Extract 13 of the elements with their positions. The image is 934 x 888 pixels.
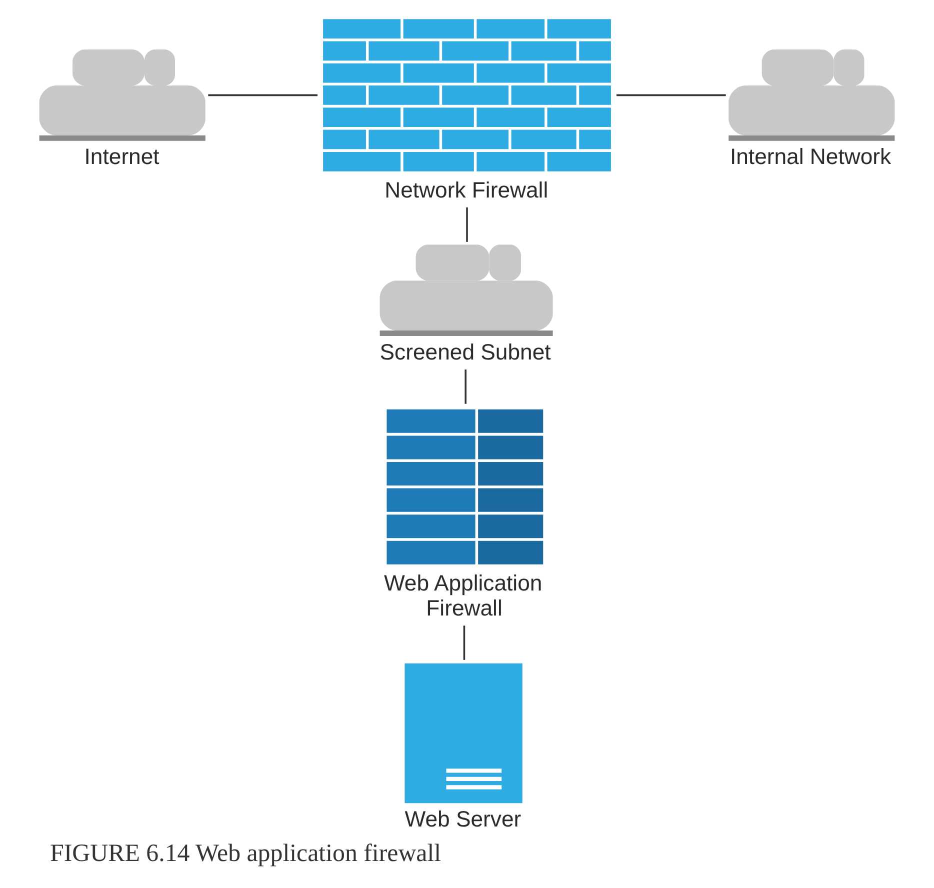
connector <box>464 370 467 404</box>
connector <box>466 207 468 242</box>
node-label: Internet <box>84 144 160 170</box>
node-label: Screened Subnet <box>380 339 551 364</box>
caption: FIGURE 6.14 Web application firewall <box>50 840 442 868</box>
node-label: Web Application Firewall <box>384 570 542 620</box>
node-box <box>404 663 522 804</box>
connector <box>208 94 318 96</box>
connector <box>616 94 726 96</box>
node-label: Web Server <box>404 806 522 832</box>
node-label: Network Firewall <box>384 177 548 202</box>
node-label: Internal Network <box>730 144 892 170</box>
connector <box>463 626 466 660</box>
